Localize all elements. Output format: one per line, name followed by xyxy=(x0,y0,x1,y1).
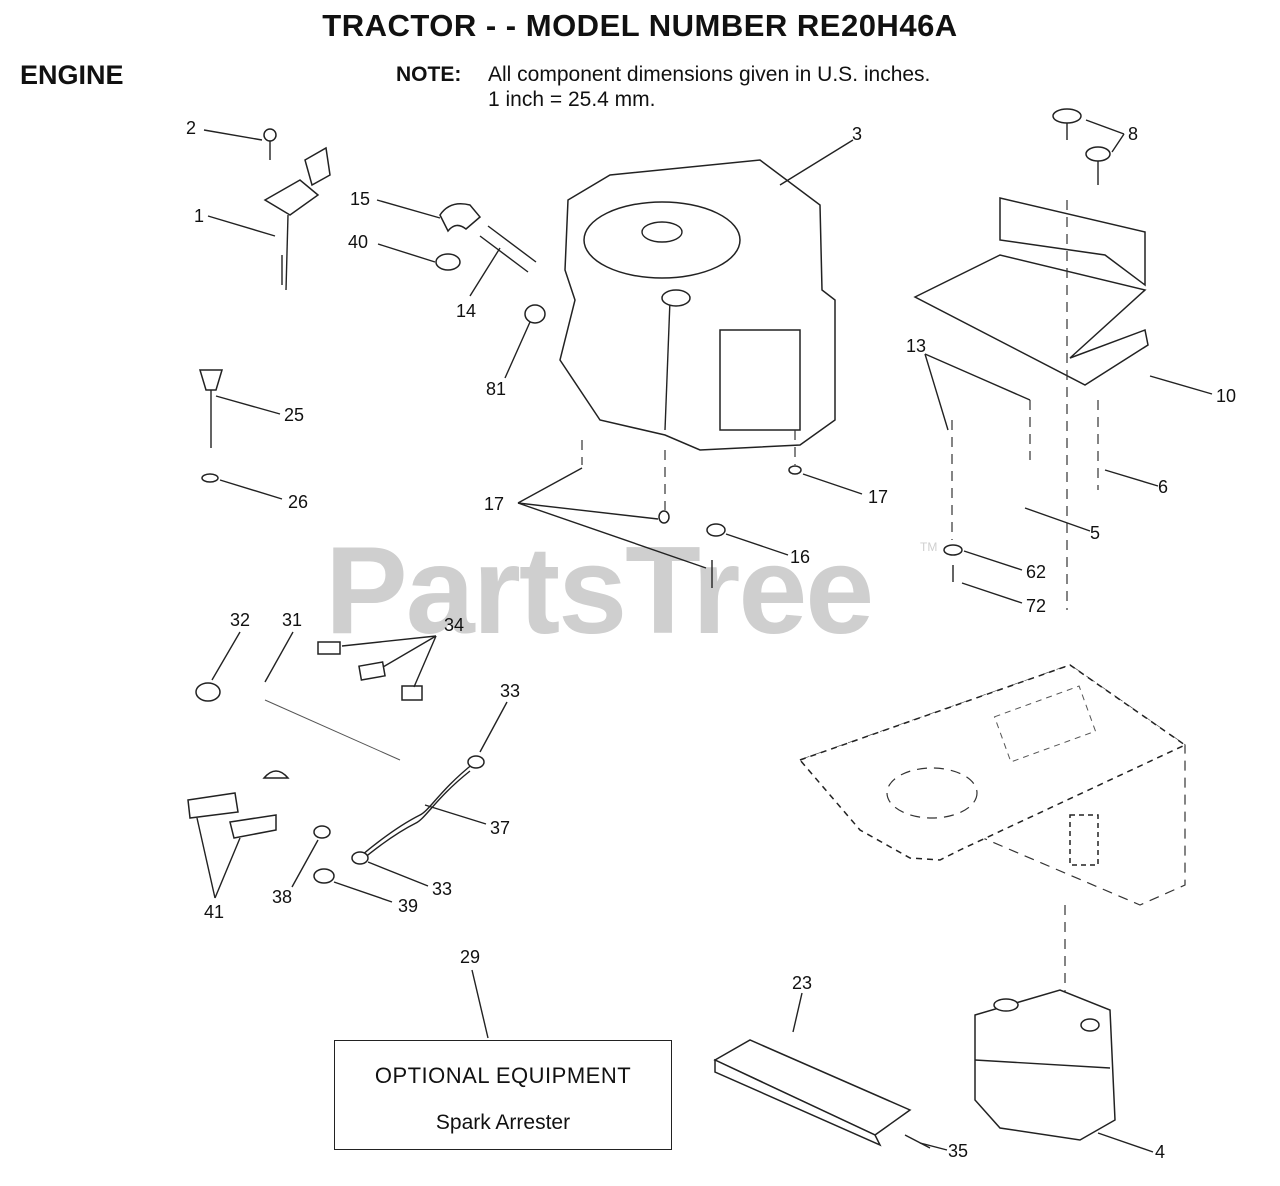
callout-35: 35 xyxy=(948,1141,969,1161)
page-title: TRACTOR - - MODEL NUMBER RE20H46A xyxy=(322,8,958,43)
fuel-fittings-part xyxy=(435,203,546,324)
watermark: PartsTree xyxy=(325,522,874,660)
callout-72: 72 xyxy=(1026,596,1047,616)
muffler-part xyxy=(974,989,1116,1141)
callout-33-bottom: 33 xyxy=(432,879,453,899)
note-line-2: 1 inch = 25.4 mm. xyxy=(488,88,656,111)
watermark-trademark: TM xyxy=(920,540,938,554)
engine-part xyxy=(559,159,836,588)
leader-lines xyxy=(196,119,1213,1153)
note-label: NOTE: xyxy=(396,63,462,86)
callout-31: 31 xyxy=(282,610,303,630)
section-heading: ENGINE xyxy=(20,60,124,90)
throttle-control-part xyxy=(263,128,331,291)
callout-5: 5 xyxy=(1090,523,1101,543)
tractor-frame-part xyxy=(798,664,1187,1010)
callout-4: 4 xyxy=(1155,1142,1166,1162)
heat-shield-part xyxy=(713,1039,931,1149)
callout-1: 1 xyxy=(194,206,205,226)
note-line-1: All component dimensions given in U.S. i… xyxy=(488,63,931,86)
callout-32: 32 xyxy=(230,610,251,630)
callout-14: 14 xyxy=(456,301,477,321)
dipstick-part xyxy=(198,369,224,483)
callout-17-left: 17 xyxy=(484,494,505,514)
callout-13: 13 xyxy=(906,336,927,356)
callout-10: 10 xyxy=(1216,386,1237,406)
callout-38: 40 xyxy=(348,232,369,252)
callout-2: 2 xyxy=(186,118,197,138)
callout-8: 8 xyxy=(1128,124,1139,144)
callout-23: 23 xyxy=(792,973,813,993)
callout-40: 38 xyxy=(272,887,293,907)
callout-15: 15 xyxy=(350,189,371,209)
engine-shield-part xyxy=(913,108,1149,610)
callout-16: 16 xyxy=(790,547,811,567)
callout-29: 29 xyxy=(460,947,481,967)
callout-25: 25 xyxy=(284,405,305,425)
optional-equipment-box: OPTIONAL EQUIPMENT Spark Arrester xyxy=(334,1040,672,1150)
callout-3: 3 xyxy=(852,124,863,144)
callout-62: 62 xyxy=(1026,562,1047,582)
callout-39: 41 xyxy=(204,902,225,922)
optional-equipment-label: OPTIONAL EQUIPMENT xyxy=(374,1063,632,1088)
callout-17-right: 17 xyxy=(868,487,889,507)
callout-37: 37 xyxy=(490,818,511,838)
oil-system-part xyxy=(187,641,485,884)
callout-33-top: 33 xyxy=(500,681,521,701)
bracket-hardware-part xyxy=(943,400,1031,582)
callout-81: 81 xyxy=(486,379,507,399)
spark-arrester-label: Spark Arrester xyxy=(435,1111,571,1134)
callout-26: 26 xyxy=(288,492,309,512)
callout-34: 34 xyxy=(444,615,465,635)
callout-41: 39 xyxy=(398,896,419,916)
callout-6: 6 xyxy=(1158,477,1169,497)
